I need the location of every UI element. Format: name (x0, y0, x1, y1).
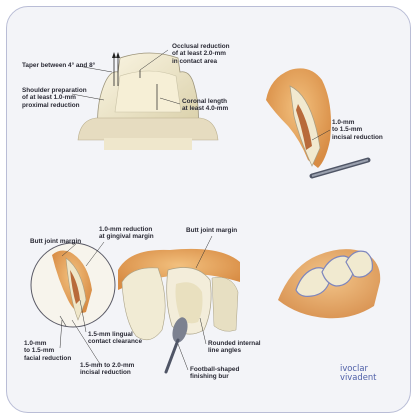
occlusal-arch-illustration (278, 249, 381, 319)
leader-lines (59, 49, 331, 371)
label-butt-joint-margin-right: Butt joint margin (186, 227, 238, 234)
label-butt-joint-margin-left: Butt joint margin (30, 238, 82, 245)
molar-preparation-illustration (77, 52, 219, 150)
anterior-sagittal-illustration (266, 68, 371, 179)
label-taper: Taper between 4° and 8° (22, 62, 96, 69)
anterior-cross-section-illustration (30, 242, 116, 328)
veneer-preparation-illustration (118, 248, 240, 374)
figure-frame (6, 6, 411, 413)
